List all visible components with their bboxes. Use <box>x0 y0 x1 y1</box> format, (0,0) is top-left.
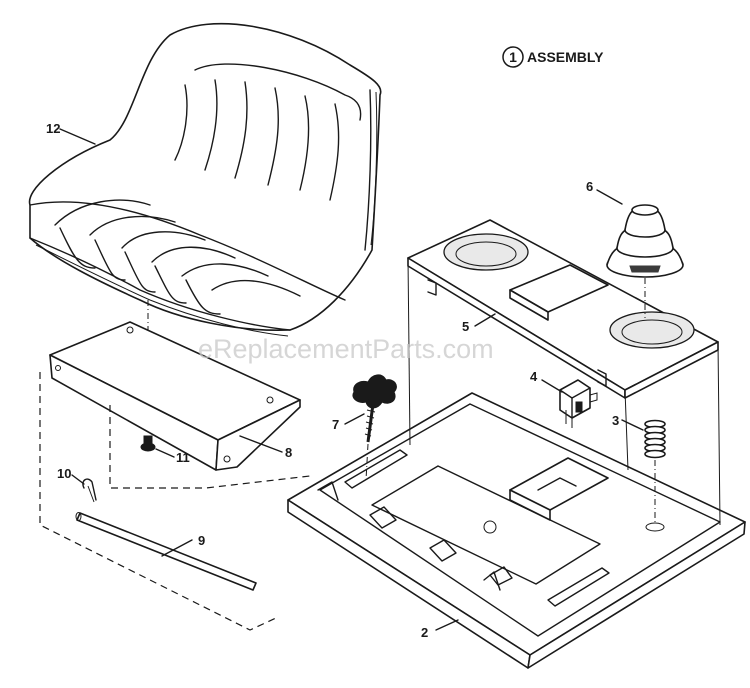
callout-5: 5 <box>462 319 469 334</box>
switch-mount-plate <box>509 457 609 521</box>
knob-axis <box>365 443 369 481</box>
seat-box-part-5[interactable] <box>407 219 721 526</box>
assembly-number-circle <box>502 46 524 68</box>
callout-2: 2 <box>421 625 428 640</box>
callout-line-2 <box>435 619 459 631</box>
callout-line-12 <box>59 128 96 145</box>
spring-part-3[interactable] <box>644 419 666 459</box>
spring-seat <box>645 522 665 532</box>
callout-10: 10 <box>57 466 71 481</box>
switch-part-4[interactable] <box>559 379 598 428</box>
cotter-pin-part-10[interactable] <box>82 478 97 503</box>
seat-part-12[interactable] <box>28 22 382 337</box>
callout-line-6 <box>596 189 623 205</box>
callout-6: 6 <box>586 179 593 194</box>
assembly-dashed-outline <box>39 372 277 631</box>
rod-part-9[interactable] <box>75 512 257 591</box>
callout-8: 8 <box>285 445 292 460</box>
callout-line-5 <box>474 313 496 327</box>
base-tray-part-2[interactable] <box>287 392 746 669</box>
assembly-number: 1 <box>509 49 517 65</box>
bolt-part-11[interactable] <box>140 435 156 452</box>
assembly-header: 1 ASSEMBLY <box>502 46 604 68</box>
callout-4: 4 <box>530 369 538 384</box>
callout-7: 7 <box>332 417 339 432</box>
assembly-title: ASSEMBLY <box>527 49 604 65</box>
watermark: eReplacementParts.com <box>198 334 494 364</box>
callout-line-11 <box>155 448 175 458</box>
callout-12: 12 <box>46 121 60 136</box>
callout-line-10 <box>71 474 85 485</box>
seat-plate-part-8[interactable] <box>49 321 301 471</box>
callout-3: 3 <box>612 413 619 428</box>
knob-part-7[interactable] <box>352 374 397 443</box>
callout-9: 9 <box>198 533 205 548</box>
bracket-dashed-link <box>109 405 311 489</box>
callout-11: 11 <box>176 450 190 465</box>
callout-line-8 <box>239 435 283 453</box>
callout-line-7 <box>344 413 365 425</box>
callout-line-9 <box>161 539 193 557</box>
callout-line-4 <box>541 379 563 393</box>
bumper-part-6[interactable] <box>606 204 684 278</box>
callout-line-3 <box>621 419 644 431</box>
